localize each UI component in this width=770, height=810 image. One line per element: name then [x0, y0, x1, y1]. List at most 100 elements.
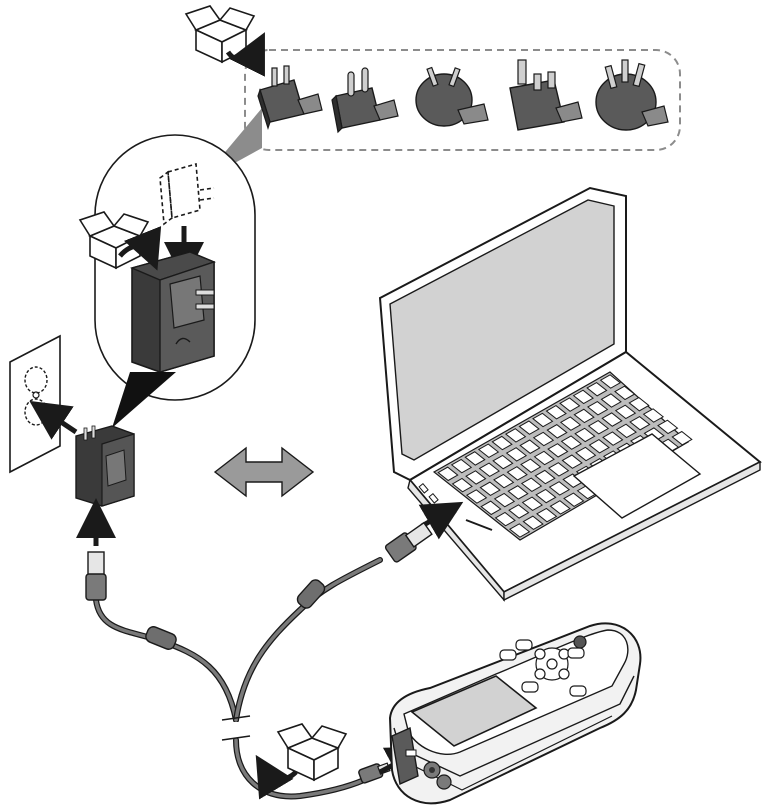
keyboard-key: [545, 405, 567, 420]
keyboard-key: [532, 431, 555, 447]
meter-key: [567, 647, 585, 659]
keyboard-key: [559, 416, 582, 431]
meter-key: [534, 648, 546, 660]
keyboard-key: [508, 523, 531, 538]
keyboard-key: [494, 511, 516, 527]
keyboard-key: [508, 504, 530, 519]
open-box-icon: [276, 723, 348, 782]
power-adapter-large-icon: [129, 251, 216, 373]
keyboard-key: [534, 469, 556, 485]
keyboard-key: [505, 447, 528, 462]
keyboard-key: [506, 466, 528, 481]
meter-display: [410, 675, 538, 747]
au-plug-icon: [415, 66, 489, 127]
keyboard-key: [588, 439, 610, 454]
keyboard-key: [492, 454, 514, 470]
keyboard-key: [547, 462, 570, 477]
power-adapter-icon: [75, 425, 135, 507]
keyboard-key: [548, 481, 571, 496]
keyboard-key: [587, 419, 610, 435]
plug-in-arrow: [29, 400, 78, 440]
keyboard-key: [437, 466, 459, 482]
keyboard-key: [478, 462, 500, 478]
keyboard-keys: [437, 374, 693, 538]
keyboard-key: [586, 381, 608, 397]
keyboard-key: [480, 500, 502, 516]
ferrite-bead: [296, 579, 326, 609]
meter-key: [569, 685, 587, 697]
keyboard-key: [477, 443, 500, 459]
cable-break-mark: [221, 715, 251, 741]
bidirectional-arrow-icon: [213, 446, 315, 498]
usb-a-plug-icon: [384, 521, 433, 563]
micro-usb-plug-icon: [358, 762, 391, 784]
uk-plug-icon: [509, 59, 583, 131]
keyboard-key: [628, 396, 650, 412]
zoom-wedge: [112, 372, 176, 428]
touchpad: [572, 433, 702, 519]
keyboard-key: [533, 450, 555, 466]
meter-connector-port: [436, 774, 452, 790]
keyboard-key: [615, 423, 637, 439]
keyboard-key: [601, 412, 623, 427]
keyboard-key: [465, 470, 487, 485]
meter-power-button-icon: [573, 635, 587, 649]
meter-usb-port: [405, 749, 417, 757]
keyboard-key: [507, 485, 529, 500]
curved-arrow-icon: [255, 754, 298, 800]
keyboard-key: [522, 515, 544, 531]
keyboard-key: [563, 492, 585, 507]
keyboard-key: [519, 439, 541, 454]
keyboard-key: [493, 473, 515, 489]
keyboard-key: [521, 496, 543, 512]
keyboard-key: [546, 424, 568, 439]
meter-key: [558, 668, 570, 680]
keyboard-key: [549, 500, 571, 515]
keyboard-key: [520, 477, 543, 493]
keyboard-key: [532, 412, 554, 428]
keyboard-key: [671, 430, 693, 446]
keyboard-key: [587, 400, 609, 416]
meter-key: [534, 668, 546, 680]
keyboard-key: [575, 446, 597, 462]
keyboard-key: [614, 385, 636, 401]
wall-outlet-icon: [9, 334, 61, 474]
keyboard-key: [657, 419, 679, 435]
keyboard-key: [518, 420, 540, 435]
keyboard-key: [464, 451, 486, 466]
keyboard-key: [642, 408, 665, 423]
keyboard-key: [451, 477, 473, 493]
keyboard-key: [602, 431, 624, 446]
keyboard-key: [600, 393, 622, 408]
keyboard-key: [479, 481, 501, 497]
keyboard-key: [561, 454, 583, 469]
curved-arrow-icon: [225, 32, 265, 77]
laptop-icon: [378, 186, 762, 602]
keyboard-key: [450, 458, 473, 474]
keyboard-key: [547, 443, 569, 458]
keyboard-key: [491, 435, 513, 451]
laptop-usb-arrow: [418, 501, 464, 540]
keyboard-key: [614, 404, 637, 420]
keyboard-key: [572, 389, 594, 405]
cn-plug-icon: [595, 59, 669, 131]
meter-keypad: [499, 635, 587, 697]
meter-key: [499, 649, 517, 661]
us-plug-icon: [257, 65, 323, 130]
adapter-detail-callout: [78, 134, 256, 401]
keyboard-key: [559, 397, 581, 412]
keyboard-key: [535, 488, 557, 504]
keyboard-key: [520, 458, 542, 473]
keyboard-key: [465, 489, 488, 504]
meter-key: [515, 639, 533, 651]
meter-key: [546, 658, 558, 670]
handheld-meter-icon: [388, 622, 642, 805]
keyboard-key: [629, 415, 651, 431]
keyboard-key: [504, 428, 527, 443]
keyboard-key: [573, 408, 595, 424]
meter-key: [521, 681, 539, 693]
eu-plug-icon: [331, 67, 399, 134]
keyboard-key: [493, 492, 516, 508]
open-box-icon: [184, 5, 256, 64]
